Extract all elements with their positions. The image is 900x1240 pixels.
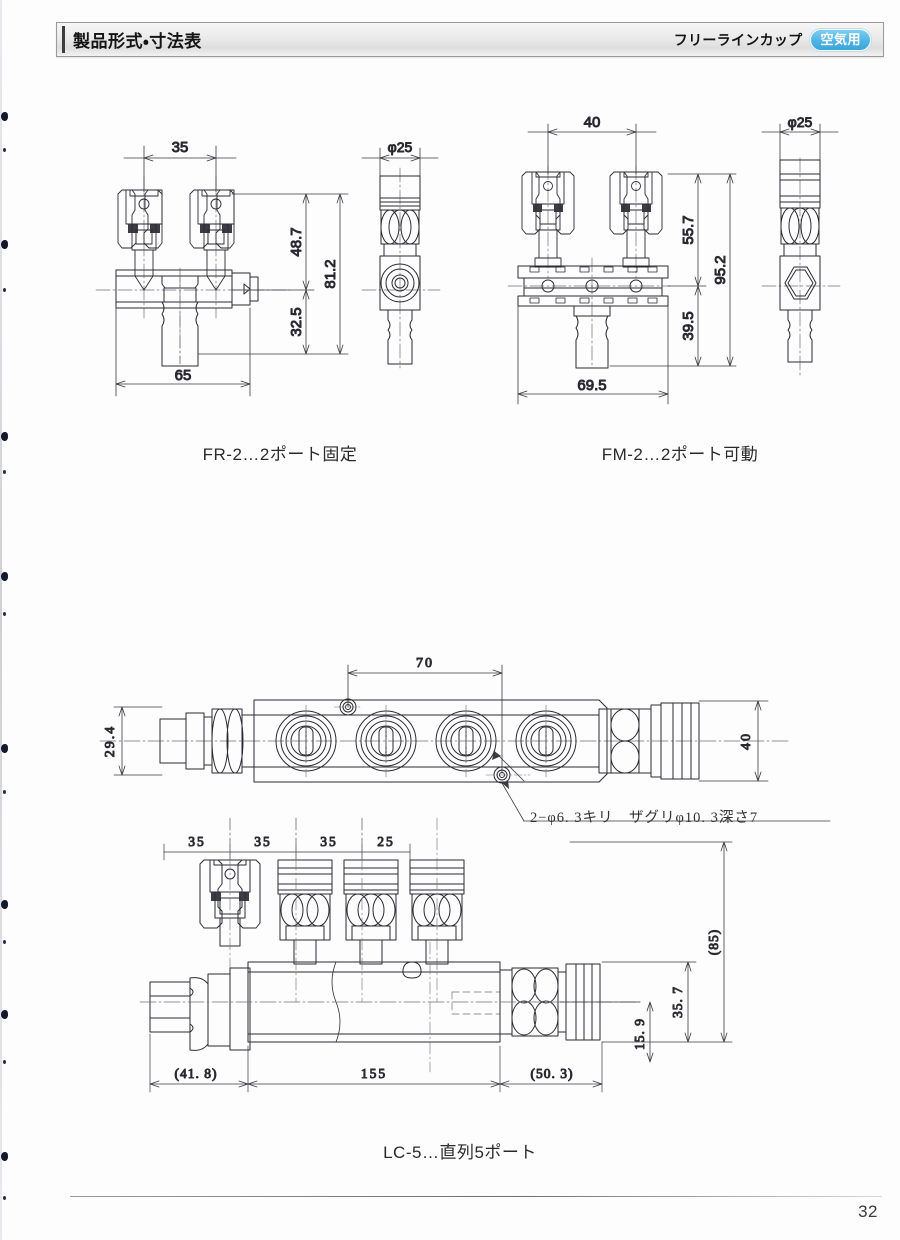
- dim-vertical-group: [609, 173, 737, 367]
- machining-note: 2−φ6. 3キリ ザグリφ10. 3深さ7: [530, 810, 759, 826]
- dim-mount-pitch-70: [347, 664, 503, 774]
- port: [355, 704, 417, 778]
- plug-port: [343, 817, 399, 1003]
- figure-lc-5-front-view: 35 35 35 25: [139, 817, 820, 1112]
- dim-label-15-9: 15. 9: [632, 1018, 647, 1050]
- swivel-manifold: [517, 265, 669, 307]
- plug-port: [277, 817, 333, 1003]
- dim-label-40-right: 40: [739, 732, 754, 750]
- dim-label-65: 65: [175, 367, 192, 384]
- hose-barb-bottom: [573, 305, 611, 369]
- coupler-socket-left: [199, 817, 261, 1003]
- page-number: 32: [858, 1202, 878, 1221]
- status-badge: 空気用: [810, 28, 871, 51]
- page-edge-shadow: [0, 0, 2, 1240]
- dim-pitch-35: [123, 145, 237, 193]
- left-plug: [159, 708, 255, 774]
- dim-label-155: 155: [361, 1066, 387, 1081]
- coupler-assembly-left: [117, 189, 163, 291]
- side-view-fm2: φ25: [761, 114, 841, 377]
- dim-label-48-7: 48.7: [288, 227, 305, 256]
- figure-fm-2: 40: [500, 114, 860, 418]
- manifold-body-front: [247, 941, 501, 1073]
- dim-label-50-3: (50. 3): [531, 1066, 574, 1081]
- port: [515, 704, 577, 778]
- dim-label-pitch-4: 25: [377, 834, 395, 849]
- coupler-assembly-right: [609, 171, 663, 268]
- dim-label-29-4: 29.4: [103, 725, 118, 758]
- header-series-group: フリーラインカップ 空気用: [673, 28, 871, 51]
- page-header: 製品形式・寸法表 フリーラインカップ 空気用: [56, 22, 884, 57]
- dim-length-row: [149, 1033, 603, 1093]
- series-name: フリーラインカップ: [673, 31, 803, 48]
- dim-vertical-right: [559, 841, 733, 1063]
- dim-width-65: [115, 307, 251, 397]
- left-hose-barb: [149, 967, 251, 1051]
- dim-label-40: 40: [584, 114, 601, 131]
- manifold-body-top: [253, 699, 608, 783]
- dim-width-69-5: [517, 305, 669, 405]
- note-leader: [492, 750, 831, 822]
- figure-lc-5-top-view: 70: [90, 645, 831, 835]
- coupler-assembly-left: [521, 171, 575, 268]
- figure-fr-2: 35: [95, 118, 460, 418]
- page-title: 製品形式・寸法表: [73, 32, 202, 52]
- dim-pitch-40: [527, 123, 657, 175]
- dim-label-35-7: 35. 7: [670, 986, 685, 1018]
- dim-label-pitch-3: 35: [320, 834, 338, 849]
- dim-label-69-5: 69.5: [577, 377, 606, 394]
- dim-label-95-2: 95.2: [712, 255, 729, 284]
- dim-40-right: [698, 700, 769, 782]
- side-view-fr2: φ25: [361, 139, 441, 369]
- mounting-hole-top: [333, 698, 363, 716]
- dim-29-4: [113, 706, 163, 776]
- dim-label-70: 70: [416, 656, 434, 671]
- port: [435, 704, 497, 778]
- dim-label-55-7: 55.7: [680, 215, 697, 244]
- dim-label-85: (85): [706, 929, 721, 956]
- caption-fr-2: FR-2…2ポート固定: [202, 445, 358, 464]
- dim-label-32-5: 32.5: [288, 307, 305, 336]
- dim-label-phi25: φ25: [388, 139, 413, 155]
- footer-divider: [70, 1196, 882, 1197]
- hose-barb-bottom: [161, 275, 199, 367]
- dim-vertical-group: [197, 193, 349, 355]
- dim-label-39-5: 39.5: [680, 311, 697, 340]
- right-socket: [598, 702, 700, 780]
- port: [275, 704, 337, 778]
- coupler-assembly-right: [189, 189, 235, 291]
- caption-fm-2: FM-2…2ポート可動: [601, 445, 759, 464]
- center-line: [507, 165, 671, 369]
- dim-label-pitch-2: 35: [254, 834, 272, 849]
- dim-label-41-8: (41. 8): [175, 1066, 218, 1081]
- port-group: [275, 704, 577, 778]
- plug-port: [409, 817, 465, 1003]
- dim-label-35: 35: [172, 139, 189, 156]
- caption-lc-5: LC-5…直列5ポート: [383, 1143, 537, 1162]
- dim-label-phi25: φ25: [788, 114, 813, 130]
- binding-holes: [0, 0, 14, 1240]
- dim-label-pitch-1: 35: [188, 834, 206, 849]
- dim-label-81-2: 81.2: [322, 259, 339, 288]
